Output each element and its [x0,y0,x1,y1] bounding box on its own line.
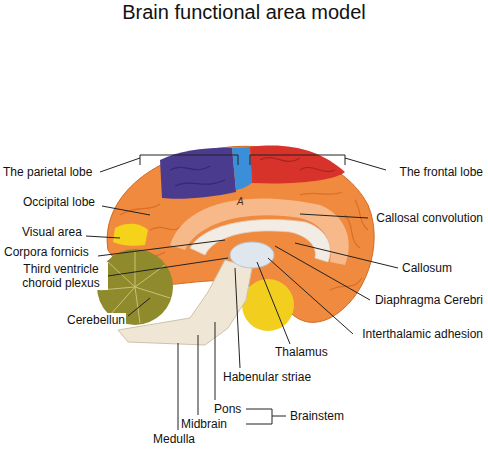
part-label: Medulla [152,432,196,446]
brain-model [97,146,374,345]
parietal-gyri [170,166,225,186]
part-label: Habenular striae [222,370,312,384]
area-letter: A [236,196,245,207]
frontal-gyri [260,158,335,172]
frontal-lobe [250,146,345,184]
part-label: The parietal lobe [2,165,93,179]
leader-lines [86,155,398,430]
part-label: Thalamus [274,345,329,359]
part-label: Callosum [401,261,453,275]
part-label: Occipital lobe [22,195,96,209]
part-label: Cerebellun [66,313,126,327]
part-label: Third ventricle choroid plexus [14,262,108,290]
part-label: The frontal lobe [399,165,484,179]
part-label: Callosal convolution [375,211,484,225]
motor-strip [232,147,252,190]
part-label: Interthalamic adhesion [361,327,484,341]
part-label: Visual area [21,225,83,239]
thalamus [230,242,274,268]
part-label: Diaphragma Cerebri [374,293,484,307]
brainstem [118,260,252,345]
part-label: Midbrain [180,417,228,431]
part-label: Brainstem [289,409,345,423]
part-label: Corpora fornicis [3,245,90,259]
title: Brain functional area model [0,0,488,24]
pituitary-region [242,279,294,331]
visual-area [113,224,148,246]
part-label: Pons [213,402,242,416]
